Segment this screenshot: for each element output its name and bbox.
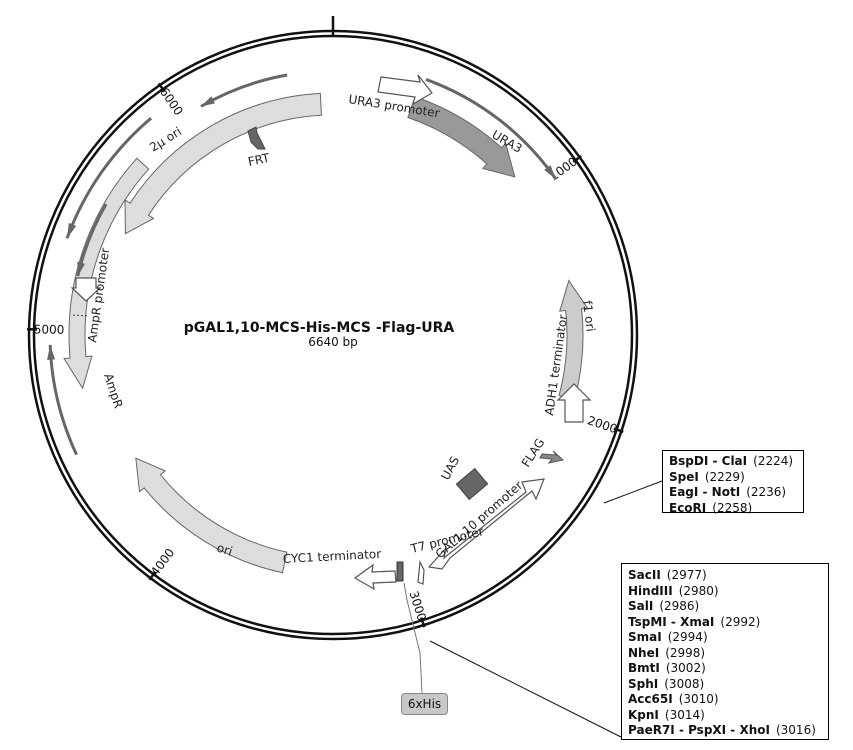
site-name: SalI (628, 599, 654, 613)
restriction-site-row: NheI (2998) (628, 646, 822, 662)
site-name: BspDI - ClaI (669, 454, 748, 468)
direction-arrow-2micron-head (201, 96, 215, 107)
tick-mark (572, 155, 582, 163)
label-ampr: AmpR (101, 372, 125, 410)
gal-promoter-arrow (427, 478, 545, 570)
direction-arrow-ampr-head (67, 222, 77, 239)
ampr-dotted-mark (72, 314, 89, 317)
tick-label: 6000 (157, 85, 186, 118)
his-tag-label: 6xHis (401, 693, 448, 715)
ura3-promoter-arrow (377, 74, 433, 106)
site-name: SphI (628, 676, 659, 691)
site-name: SpeI (669, 469, 699, 484)
site-name: HindIII (628, 583, 673, 598)
frt-arrow (247, 126, 266, 150)
site-position: (2977) (666, 568, 707, 582)
restriction-site-row: HindIII (2980) (628, 584, 822, 600)
tick-label: 3000 (406, 589, 428, 622)
t7-promoter-arrow (417, 559, 425, 585)
direction-arrow-ori-head (47, 344, 56, 361)
site-position: (2980) (678, 583, 719, 598)
ampr-promoter-arrow (70, 277, 102, 302)
tick-mark (157, 82, 166, 93)
restriction-sites-box-2: SacII(2977)HindIII(2980)SalI(2986)TspMI … (621, 563, 829, 740)
label-flag: FLAG (519, 436, 548, 470)
restriction-site-row: Acc65I (3010) (628, 692, 822, 708)
feature-arcs (63, 92, 589, 574)
site-position: (3008) (664, 676, 705, 691)
site-position: (3016) (775, 723, 816, 737)
tick-label: 4000 (148, 546, 178, 579)
tick-mark (148, 571, 157, 581)
restriction-sites-box-1: BspDI - ClaI(2224)SpeI(2229)EagI - NotI(… (662, 450, 804, 515)
direction-arrow-ura3 (425, 77, 558, 180)
direction-arrow-ura3-head (544, 165, 556, 179)
restriction-site-row: SphI (3008) (628, 677, 822, 693)
ura3-arc (407, 96, 516, 178)
direction-arrow-2micron-b-head (77, 261, 85, 277)
ori-arc (135, 457, 288, 574)
site-position: (3014) (664, 707, 705, 722)
site-position: (2258) (712, 500, 753, 515)
site-position: (2236) (746, 485, 787, 499)
restriction-site-row: PaeR7I - PspXI - XhoI (3016) (628, 723, 822, 739)
restriction-site-row: EcoRI (2258) (669, 501, 797, 517)
restriction-site-row: SpeI (2229) (669, 470, 797, 486)
site-name: EcoRI (669, 500, 707, 515)
site-position: (2994) (667, 630, 708, 644)
site-name: Acc65I (628, 692, 673, 706)
restriction-site-row: KpnI (3014) (628, 708, 822, 724)
his-marker (396, 561, 404, 582)
site-name: PaeR7I - PspXI - XhoI (628, 723, 770, 737)
site-name: TspMI - XmaI (628, 614, 715, 629)
direction-arrows (47, 73, 558, 456)
site-position: (2229) (704, 469, 745, 484)
restriction-site-row: BmtI (3002) (628, 661, 822, 677)
tick-label: 5000 (34, 322, 65, 337)
tick-mark (613, 427, 624, 433)
site-name: SmaI (628, 630, 662, 644)
site-position: (3002) (665, 661, 706, 675)
restriction-site-row: EagI - NotI (2236) (669, 485, 797, 501)
flag-arrow (539, 450, 565, 464)
his-leader-line (403, 582, 423, 694)
site-position: (2986) (659, 599, 700, 613)
label-f1-ori: f1 ori (580, 300, 598, 333)
site-name: SacII (628, 568, 661, 582)
site-position: (3010) (678, 692, 719, 706)
site-position: (2224) (753, 454, 794, 468)
restriction-site-row: TspMI - XmaI (2992) (628, 615, 822, 631)
tick-label: 2000 (586, 413, 619, 436)
tick-mark (420, 617, 426, 628)
box1-connector (603, 480, 663, 504)
box2-connector (429, 640, 622, 738)
adh1-terminator-arrow (556, 383, 592, 423)
restriction-site-row: BspDI - ClaI (2224) (669, 454, 797, 470)
plasmid-title: pGAL1,10-MCS-His-MCS -Flag-URA (184, 320, 455, 336)
label-uas: UAS (438, 454, 462, 482)
restriction-site-row: SalI (2986) (628, 599, 822, 615)
restriction-site-row: SacII (2977) (628, 568, 822, 584)
cyc1-terminator-arrow (353, 563, 397, 591)
label-frt: FRT (247, 151, 272, 169)
site-name: NheI (628, 645, 660, 660)
site-position: (2998) (665, 645, 706, 660)
site-name: BmtI (628, 661, 660, 675)
restriction-site-row: SmaI (2994) (628, 630, 822, 646)
direction-arrow-ampr (65, 117, 153, 239)
site-name: EagI - NotI (669, 485, 741, 499)
uas-box (455, 467, 489, 501)
site-name: KpnI (628, 707, 659, 722)
label-ori: ori (215, 541, 234, 559)
site-position: (2992) (720, 614, 761, 629)
two-micron-ori-arc (124, 92, 323, 235)
plasmid-length: 6640 bp (308, 335, 358, 349)
label-cyc1-terminator: CYC1 terminator (282, 547, 381, 566)
